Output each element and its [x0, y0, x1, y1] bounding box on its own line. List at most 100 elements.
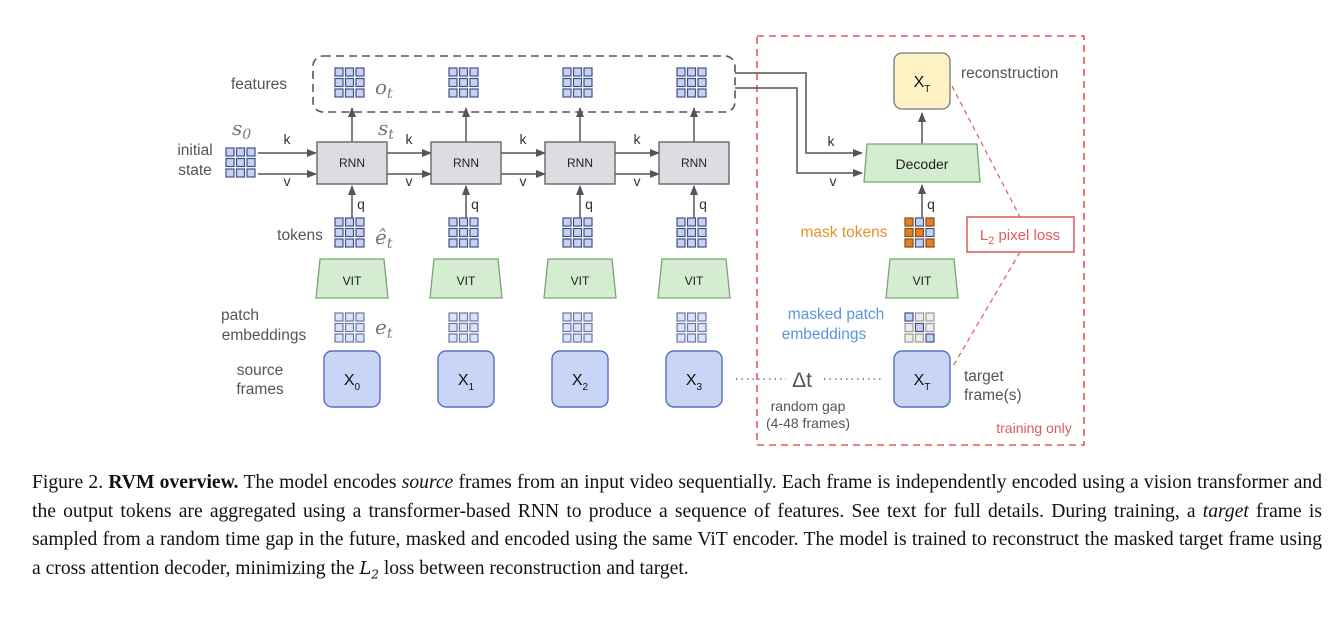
- grid-cell: [448, 333, 458, 343]
- grid-cell: [344, 322, 355, 333]
- reconstruction-frame: [893, 52, 951, 110]
- grid-cell: [458, 77, 469, 88]
- grid-cell: [458, 238, 469, 248]
- grid-cell: [235, 147, 246, 157]
- grid-cell: [572, 322, 583, 333]
- grid-cell: [235, 168, 246, 178]
- grid-cell: [583, 217, 593, 227]
- target-vit-label: VIT: [913, 274, 932, 288]
- caption-l2-math: L2: [359, 557, 379, 582]
- grid-cell: [334, 312, 344, 322]
- reconstruction-frame-label-base: X: [914, 74, 925, 91]
- grid-cell: [914, 238, 925, 248]
- grid-cell: [562, 88, 572, 98]
- grid-cell: [355, 322, 365, 333]
- rnn-block-1: [430, 141, 502, 185]
- state-k-label-0: k: [406, 131, 414, 147]
- reconstruction-frame-label-sub: T: [924, 84, 930, 95]
- grid-cell: [925, 322, 935, 333]
- caption-target-word: target: [1202, 500, 1249, 522]
- source-frame-label-1: X1: [458, 372, 475, 393]
- patch-embeddings-label-line2: embeddings: [222, 327, 307, 344]
- grid-cell: [225, 147, 235, 157]
- grid-cell: [225, 168, 235, 178]
- o-t-math: ot: [375, 75, 393, 102]
- grid-cell: [914, 333, 925, 343]
- loss-connector-recon: [951, 85, 1021, 218]
- grid-cell: [562, 77, 572, 88]
- grid-cell: [583, 312, 593, 322]
- grid-cell: [344, 312, 355, 322]
- l2-loss-box: [966, 216, 1075, 253]
- grid-cell: [697, 77, 707, 88]
- grid-cell: [469, 312, 479, 322]
- grid-cell: [355, 77, 365, 88]
- caption-part4: loss between reconstruction and target.: [378, 557, 689, 579]
- grid-cell: [925, 312, 935, 322]
- grid-cell: [344, 67, 355, 77]
- mask-q-label: q: [927, 196, 935, 212]
- source-frame-label-3-base: X: [686, 372, 697, 389]
- e-t-math: et: [375, 315, 393, 342]
- rnn-block-0: [316, 141, 388, 185]
- grid-cell: [572, 312, 583, 322]
- vit-block-3: [657, 258, 731, 299]
- loss-connector-target: [951, 251, 1021, 369]
- vit-block-1: [429, 258, 503, 299]
- mask-tokens-label: mask tokens: [800, 224, 887, 241]
- grid-cell: [697, 333, 707, 343]
- source-frame-label-3-sub: 3: [697, 382, 703, 393]
- grid-cell: [904, 322, 914, 333]
- grid-cell: [246, 157, 256, 168]
- grid-cell: [676, 217, 686, 227]
- grid-cell: [697, 227, 707, 238]
- features-group-box: [312, 55, 736, 113]
- grid-cell: [697, 238, 707, 248]
- source-frames-label-line2: frames: [236, 381, 284, 398]
- grid-cell: [676, 333, 686, 343]
- grid-cell: [235, 157, 246, 168]
- grid-cell: [583, 227, 593, 238]
- patch-grid-2: [562, 312, 593, 343]
- grid-cell: [355, 333, 365, 343]
- grid-cell: [334, 333, 344, 343]
- grid-cell: [344, 227, 355, 238]
- l2-loss-label: L2 pixel loss: [980, 227, 1060, 247]
- target-frames-label-line1: target: [964, 368, 1004, 385]
- grid-cell: [448, 217, 458, 227]
- grid-cell: [458, 227, 469, 238]
- grid-cell: [562, 312, 572, 322]
- token-grid-3: [676, 217, 707, 248]
- grid-cell: [583, 77, 593, 88]
- delta-t-label: Δt: [792, 369, 812, 392]
- grid-cell: [355, 238, 365, 248]
- grid-cell: [334, 238, 344, 248]
- figure-caption: Figure 2. RVM overview. The model encode…: [32, 469, 1322, 589]
- grid-cell: [686, 227, 697, 238]
- grid-cell: [225, 157, 235, 168]
- initial-state-grid: [225, 147, 256, 178]
- grid-cell: [676, 77, 686, 88]
- rnn-label-0: RNN: [339, 156, 365, 170]
- grid-cell: [914, 312, 925, 322]
- grid-cell: [448, 227, 458, 238]
- grid-cell: [355, 312, 365, 322]
- grid-cell: [355, 217, 365, 227]
- feature-k-wire: [735, 72, 863, 157]
- state-v-label-0: v: [406, 173, 413, 189]
- grid-cell: [697, 67, 707, 77]
- random-gap-label-line1: random gap: [771, 398, 846, 414]
- grid-cell: [334, 77, 344, 88]
- grid-cell: [572, 333, 583, 343]
- grid-cell: [697, 217, 707, 227]
- grid-cell: [676, 322, 686, 333]
- source-frame-2: [551, 350, 609, 408]
- source-frame-label-2-base: X: [572, 372, 583, 389]
- grid-cell: [904, 217, 914, 227]
- token-grid-2: [562, 217, 593, 248]
- masked-patch-grid: [904, 312, 935, 343]
- rnn-label-1: RNN: [453, 156, 479, 170]
- grid-cell: [583, 238, 593, 248]
- grid-cell: [572, 67, 583, 77]
- grid-cell: [458, 312, 469, 322]
